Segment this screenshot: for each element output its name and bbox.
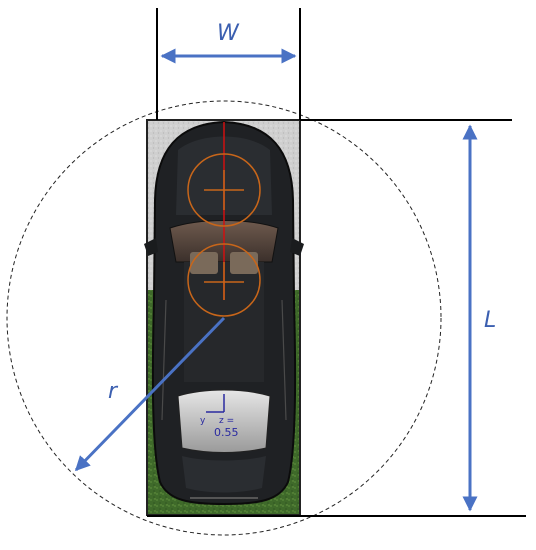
rear-window — [177, 389, 271, 453]
radius-label: r — [108, 379, 119, 404]
seat-right — [230, 252, 258, 274]
door-line-left — [161, 299, 167, 421]
length-dimension: L — [147, 119, 526, 517]
door-line-right — [281, 299, 287, 421]
length-label: L — [484, 308, 496, 333]
target-markers — [187, 122, 261, 317]
seat-left — [190, 252, 218, 274]
gizmo-value: 0.55 — [214, 426, 239, 439]
rear-target-circle — [187, 243, 261, 317]
radius-arrow — [74, 316, 226, 472]
trunk-lid — [182, 456, 266, 493]
gizmo-z-label: z = — [219, 416, 234, 426]
gizmo-y-label: y — [200, 416, 206, 426]
turning-radius-circle — [6, 100, 442, 536]
width-label: W — [217, 21, 240, 46]
width-dimension: W — [156, 8, 301, 120]
axis-gizmo: y z = 0.55 — [200, 394, 239, 439]
side-mirror-right — [290, 238, 304, 256]
front-target-circle — [187, 153, 261, 227]
side-mirror-left — [144, 238, 158, 256]
radius-dimension: r — [74, 316, 226, 472]
